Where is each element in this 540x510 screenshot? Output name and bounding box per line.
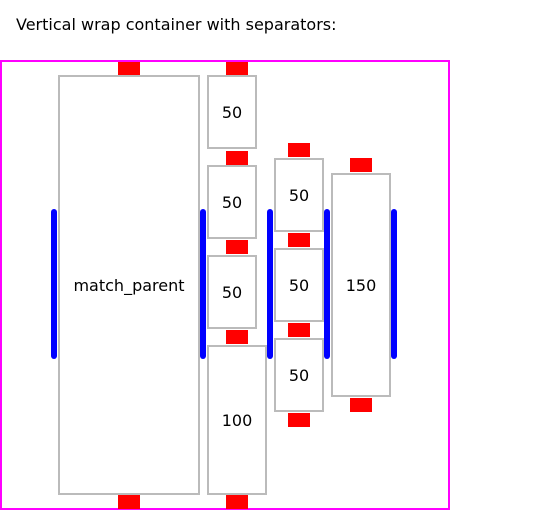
item-separator <box>350 398 372 412</box>
wrap-container <box>0 60 450 510</box>
line-separator <box>200 209 206 359</box>
item-separator <box>226 495 248 509</box>
wrap-item-match-parent: match_parent <box>58 75 200 495</box>
line-separator <box>391 209 397 359</box>
item-label: 50 <box>288 185 310 205</box>
wrap-item: 50 <box>207 75 257 149</box>
item-label: 50 <box>221 282 243 302</box>
item-label: 50 <box>288 365 310 385</box>
item-separator <box>288 233 310 247</box>
item-separator <box>226 330 248 344</box>
item-label: 50 <box>221 102 243 122</box>
wrap-item: 50 <box>207 165 257 239</box>
wrap-item: 150 <box>331 173 391 397</box>
item-separator <box>226 240 248 254</box>
wrap-item: 50 <box>274 338 324 412</box>
item-separator <box>118 495 140 509</box>
item-label: match_parent <box>73 275 185 295</box>
item-label: 50 <box>221 192 243 212</box>
wrap-item: 50 <box>274 248 324 322</box>
item-separator <box>288 323 310 337</box>
item-separator <box>288 143 310 157</box>
line-separator <box>324 209 330 359</box>
wrap-item: 50 <box>274 158 324 232</box>
item-label: 50 <box>288 275 310 295</box>
page-title: Vertical wrap container with separators: <box>16 15 337 34</box>
item-separator <box>226 61 248 75</box>
item-separator <box>118 61 140 75</box>
item-separator <box>288 413 310 427</box>
wrap-item: 50 <box>207 255 257 329</box>
item-separator <box>226 151 248 165</box>
wrap-item: 100 <box>207 345 267 495</box>
line-separator <box>267 209 273 359</box>
item-label: 100 <box>221 410 253 430</box>
item-label: 150 <box>345 275 377 295</box>
item-separator <box>350 158 372 172</box>
line-separator <box>51 209 57 359</box>
